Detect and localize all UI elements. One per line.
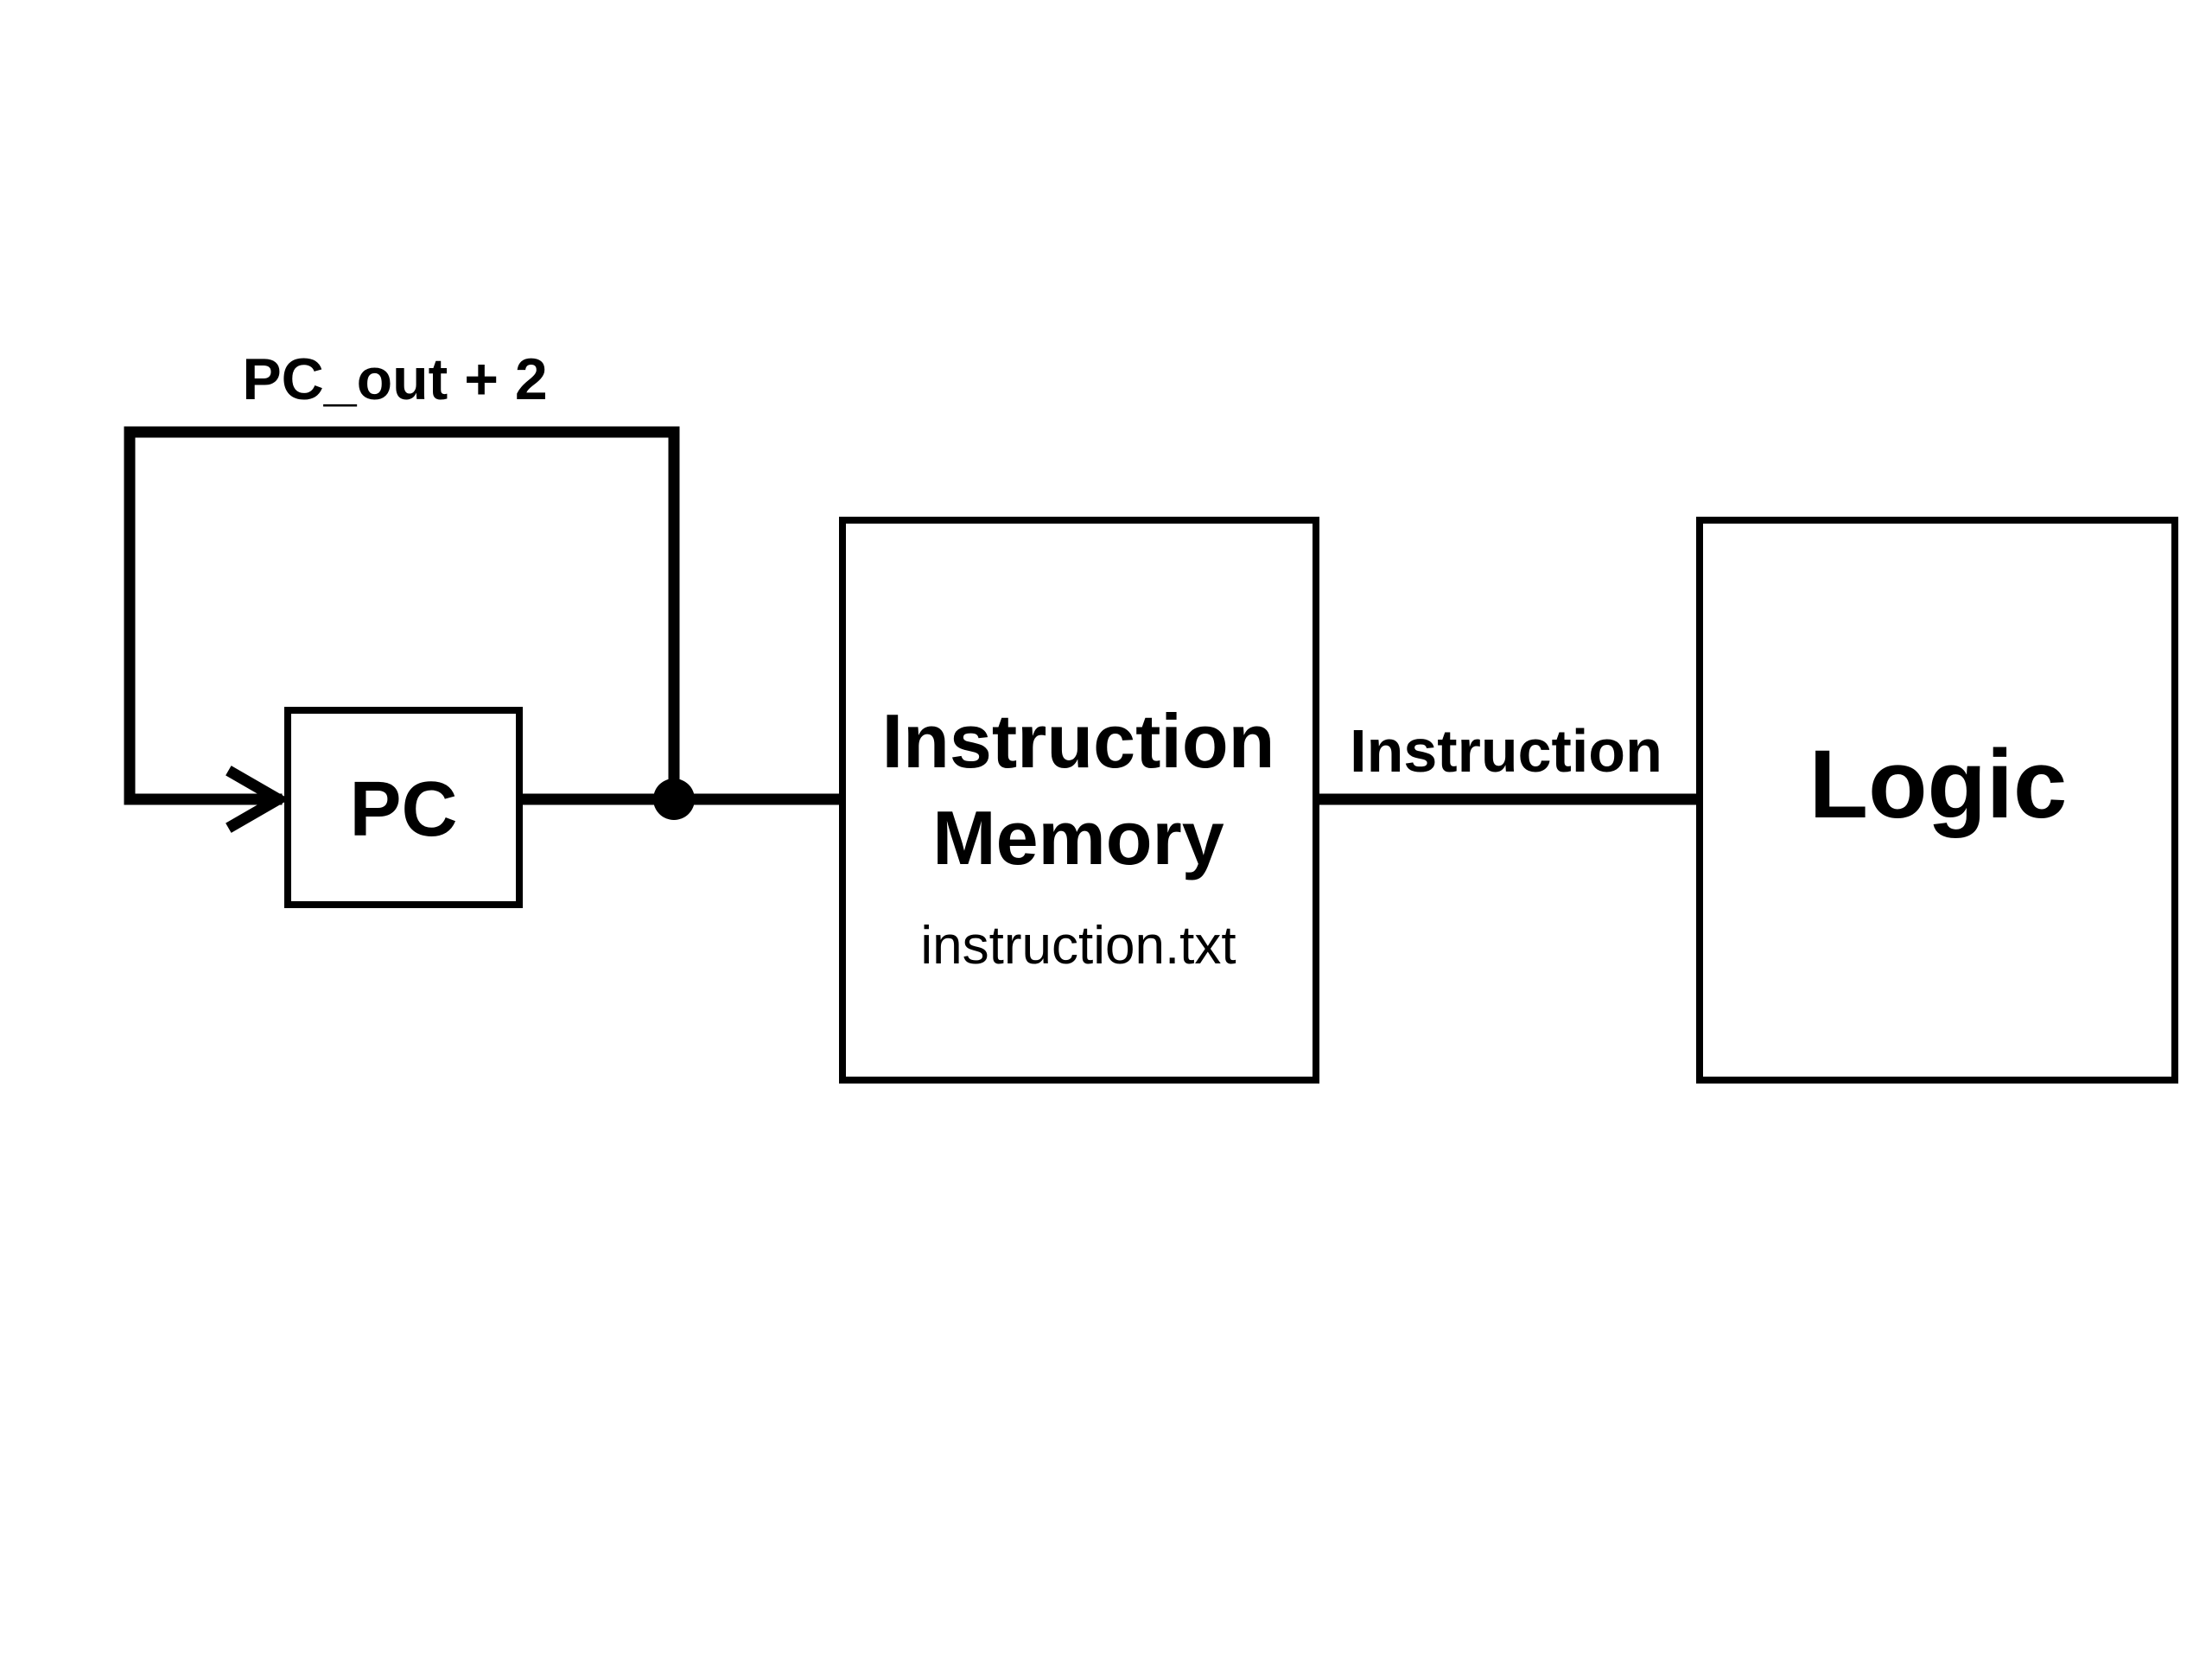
feedback-label: PC_out + 2	[242, 346, 547, 412]
pc-label: PC	[349, 766, 457, 853]
logic-label: Logic	[1809, 730, 2068, 838]
pc-input-arrowhead	[226, 766, 290, 833]
feedback-loop-wire	[124, 426, 680, 805]
memory-title-line1: Instruction	[882, 698, 1275, 784]
junction-dot	[653, 779, 695, 820]
memory-title-line2: Memory	[932, 795, 1224, 880]
memory-file-label: instruction.txt	[920, 916, 1236, 976]
pc-box	[284, 707, 523, 908]
logic-box	[1696, 517, 2178, 1084]
instruction-bus-label: Instruction	[1350, 717, 1662, 785]
instruction-memory-box	[839, 517, 1319, 1084]
